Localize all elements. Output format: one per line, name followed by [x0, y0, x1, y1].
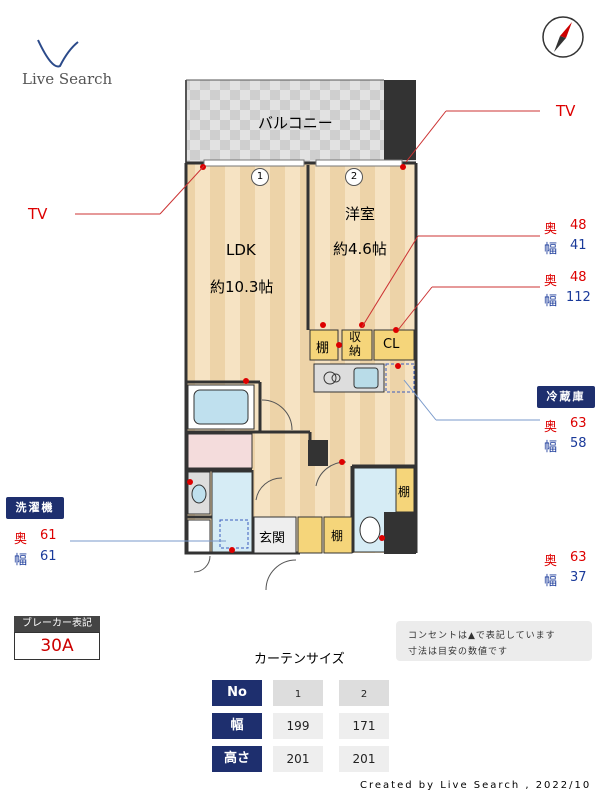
width-label-4: 幅 [544, 574, 558, 589]
credit-text: Created by Live Search , 2022/10 [360, 780, 592, 791]
legend-line-1: コンセントは▲で表記しています [408, 631, 556, 641]
entrance-label: 玄関 [259, 531, 286, 546]
window-marker-2: 2 [345, 168, 363, 186]
curtain-height-1: 201 [273, 746, 323, 772]
curtain-title: カーテンサイズ [254, 652, 345, 667]
tv-label-left: TV [28, 205, 48, 223]
logo-mark [37, 39, 79, 68]
depth-label-1: 奥 [544, 222, 558, 237]
outlet-markers [187, 164, 406, 553]
logo-text: Live Search [22, 70, 113, 88]
shelf-label: 棚 [316, 341, 330, 356]
curtain-width-1: 199 [273, 713, 323, 739]
width-value-2: 112 [566, 290, 591, 305]
width-label-2: 幅 [544, 294, 558, 309]
depth-label-3: 奥 [544, 420, 558, 435]
compass-icon [542, 16, 584, 58]
closet-label: CL [383, 337, 400, 352]
depth-value-1: 48 [570, 218, 587, 233]
width-value-4: 37 [570, 570, 587, 585]
entrance-shelf-label: 棚 [331, 529, 344, 543]
depth-value-2: 48 [570, 270, 587, 285]
depth-value-3: 63 [570, 416, 587, 431]
width-value-3: 58 [570, 436, 587, 451]
washer-depth-label: 奥 [14, 532, 28, 547]
width-label-3: 幅 [544, 440, 558, 455]
curtain-header-no: No [212, 680, 262, 706]
washer-width-label: 幅 [14, 553, 28, 568]
washer-badge: 洗濯機 [6, 497, 64, 519]
tv-label-top: TV [556, 102, 576, 120]
depth-value-4: 63 [570, 550, 587, 565]
breaker-value: 30A [14, 632, 100, 660]
curtain-height-2: 201 [339, 746, 389, 772]
washer-width-value: 61 [40, 549, 57, 564]
legend-box: コンセントは▲で表記しています 寸法は目安の数値です [396, 621, 592, 661]
window-marker-1: 1 [251, 168, 269, 186]
curtain-header-width: 幅 [212, 713, 262, 739]
storage-label: 収納 [349, 330, 362, 358]
washer-depth-value: 61 [40, 528, 57, 543]
fridge-badge: 冷蔵庫 [537, 386, 595, 408]
balcony-label: バルコニー [258, 114, 333, 132]
breaker-title: ブレーカー表記 [14, 616, 100, 632]
curtain-no-1-cell: 1 [273, 680, 323, 706]
curtain-width-2: 171 [339, 713, 389, 739]
depth-label-2: 奥 [544, 274, 558, 289]
western-room-label: 洋室 [345, 205, 376, 223]
western-room-size: 約4.6帖 [333, 240, 387, 258]
width-value-1: 41 [570, 238, 587, 253]
width-label-1: 幅 [544, 242, 558, 257]
ldk-size: 約10.3帖 [210, 278, 274, 296]
curtain-no-1: 1 [294, 689, 302, 700]
legend-line-2: 寸法は目安の数値です [408, 647, 509, 657]
toilet-shelf-label: 棚 [398, 485, 411, 499]
curtain-header-height: 高さ [212, 746, 262, 772]
ldk-label: LDK [226, 241, 256, 259]
curtain-no-2: 2 [360, 689, 368, 700]
curtain-no-2-cell: 2 [339, 680, 389, 706]
balcony-area [186, 80, 416, 163]
depth-label-4: 奥 [544, 554, 558, 569]
